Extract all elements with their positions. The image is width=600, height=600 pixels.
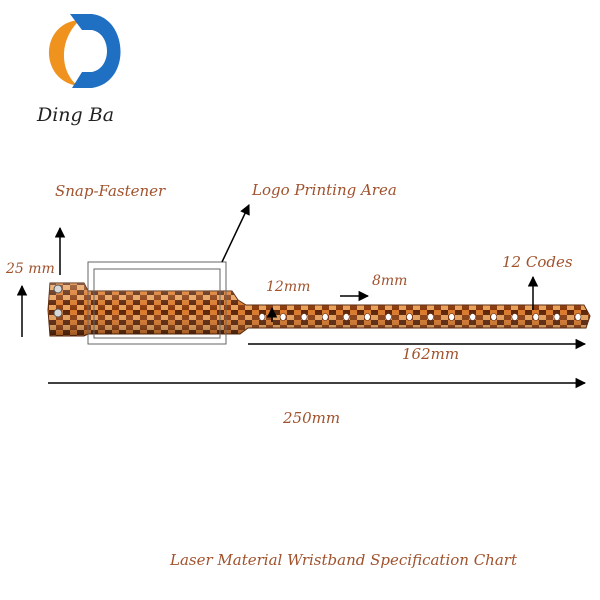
code-holes	[258, 313, 582, 321]
logo-printing-area-label: Logo Printing Area	[252, 181, 397, 199]
brand-name: Ding Ba	[37, 104, 115, 126]
snap-stud-icon	[53, 284, 63, 294]
code-hole	[406, 313, 413, 321]
total-length-label: 250mm	[283, 409, 341, 427]
height-label: 25 mm	[6, 261, 55, 277]
hole-pitch-label: 8mm	[372, 273, 408, 289]
code-hole	[574, 313, 582, 321]
code-hole	[427, 313, 434, 321]
ding-ba-logo-icon	[48, 14, 121, 88]
code-hole	[321, 313, 329, 321]
logo-area-arrow	[221, 204, 250, 263]
snap-fastener-label: Snap-Fastener	[55, 182, 166, 200]
logo-area-inner	[93, 268, 221, 339]
code-hole	[342, 313, 350, 321]
code-hole	[490, 313, 498, 321]
code-hole	[364, 313, 371, 321]
logo-area-outer	[87, 261, 227, 345]
code-hole	[448, 313, 455, 321]
code-hole	[385, 313, 392, 321]
code-hole	[258, 313, 266, 321]
hole-offset-label: 12mm	[266, 279, 311, 295]
code-hole	[511, 313, 519, 321]
code-hole	[553, 313, 561, 321]
strap-length-label: 162mm	[402, 345, 460, 363]
codes-label: 12 Codes	[502, 253, 573, 271]
code-hole	[469, 313, 476, 321]
diagram-caption: Laser Material Wristband Specification C…	[170, 551, 517, 569]
snap-stud-icon	[53, 308, 63, 318]
wristband	[47, 282, 591, 337]
code-hole	[532, 313, 540, 321]
code-hole	[300, 313, 308, 321]
code-hole	[279, 313, 287, 321]
